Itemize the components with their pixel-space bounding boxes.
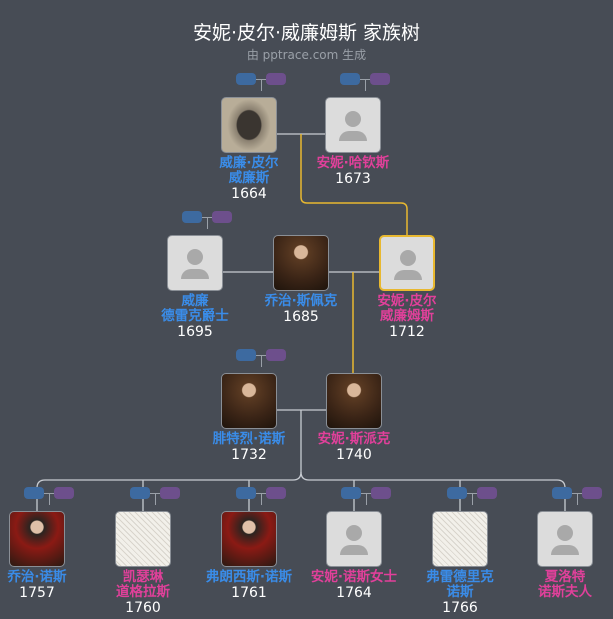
person-node[interactable]: 夏洛特诺斯夫人 (513, 511, 613, 600)
children-line (142, 480, 461, 511)
portrait-photo[interactable] (221, 373, 277, 429)
parents-toggle-button[interactable] (24, 487, 44, 499)
person-name: 弗雷德里克诺斯 (426, 569, 494, 600)
parents-toggle-button[interactable] (236, 487, 256, 499)
person-name: 腓特烈·诺斯 (212, 431, 286, 447)
birth-year: 1757 (19, 585, 55, 601)
person-name: 夏洛特诺斯夫人 (538, 569, 592, 600)
portrait-photo[interactable] (115, 511, 171, 567)
spouse-toggle-button[interactable] (160, 487, 180, 499)
parents-toggle-button[interactable] (341, 487, 361, 499)
avatar-placeholder-icon[interactable] (326, 511, 382, 567)
birth-year: 1673 (335, 171, 371, 187)
birth-year: 1664 (231, 186, 267, 202)
spouse-toggle-button[interactable] (582, 487, 602, 499)
spouse-toggle-button[interactable] (477, 487, 497, 499)
spouse-toggle-button[interactable] (371, 487, 391, 499)
person-name: 乔治·斯佩克 (264, 293, 338, 309)
parents-toggle-button[interactable] (130, 487, 150, 499)
page-subtitle: 由 pptrace.com 生成 (246, 48, 367, 62)
spouse-toggle-button[interactable] (266, 487, 286, 499)
person-name: 安妮·哈钦斯 (316, 155, 390, 171)
avatar-placeholder-icon[interactable] (167, 235, 223, 291)
parents-toggle-button[interactable] (552, 487, 572, 499)
portrait-photo[interactable] (432, 511, 488, 567)
page-title: 安妮·皮尔·威廉姆斯 家族树 (192, 22, 421, 44)
birth-year: 1732 (231, 447, 267, 463)
birth-year: 1712 (389, 324, 425, 340)
person-name: 安妮·诺斯女士 (310, 569, 398, 585)
person-name: 安妮·斯派克 (317, 431, 391, 447)
person-name: 安妮·皮尔威廉姆斯 (377, 293, 437, 324)
spouse-toggle-button[interactable] (212, 211, 232, 223)
birth-year: 1685 (283, 309, 319, 325)
parents-toggle-button[interactable] (236, 73, 256, 85)
spouse-toggle-button[interactable] (54, 487, 74, 499)
children-line (36, 410, 302, 511)
avatar-placeholder-icon[interactable] (325, 97, 381, 153)
portrait-photo[interactable] (326, 373, 382, 429)
parents-toggle-button[interactable] (340, 73, 360, 85)
parents-toggle-button[interactable] (182, 211, 202, 223)
avatar-placeholder-icon[interactable] (379, 235, 435, 291)
spouse-toggle-button[interactable] (370, 73, 390, 85)
parents-toggle-button[interactable] (236, 349, 256, 361)
birth-year: 1766 (442, 600, 478, 616)
portrait-photo[interactable] (9, 511, 65, 567)
birth-year: 1761 (231, 585, 267, 601)
portrait-photo[interactable] (273, 235, 329, 291)
person-name: 威廉德雷克爵士 (161, 293, 229, 324)
person-name: 凯瑟琳道格拉斯 (116, 569, 170, 600)
children-line (300, 471, 566, 511)
person-name: 乔治·诺斯 (7, 569, 67, 585)
avatar-placeholder-icon[interactable] (537, 511, 593, 567)
spouse-toggle-button[interactable] (266, 73, 286, 85)
person-name: 威廉·皮尔威廉斯 (219, 155, 279, 186)
birth-year: 1764 (336, 585, 372, 601)
spouse-toggle-button[interactable] (266, 349, 286, 361)
parents-toggle-button[interactable] (447, 487, 467, 499)
person-name: 弗朗西斯·诺斯 (205, 569, 293, 585)
portrait-photo[interactable] (221, 511, 277, 567)
birth-year: 1740 (336, 447, 372, 463)
birth-year: 1695 (177, 324, 213, 340)
portrait-photo[interactable] (221, 97, 277, 153)
birth-year: 1760 (125, 600, 161, 616)
lineage-line (300, 134, 408, 235)
